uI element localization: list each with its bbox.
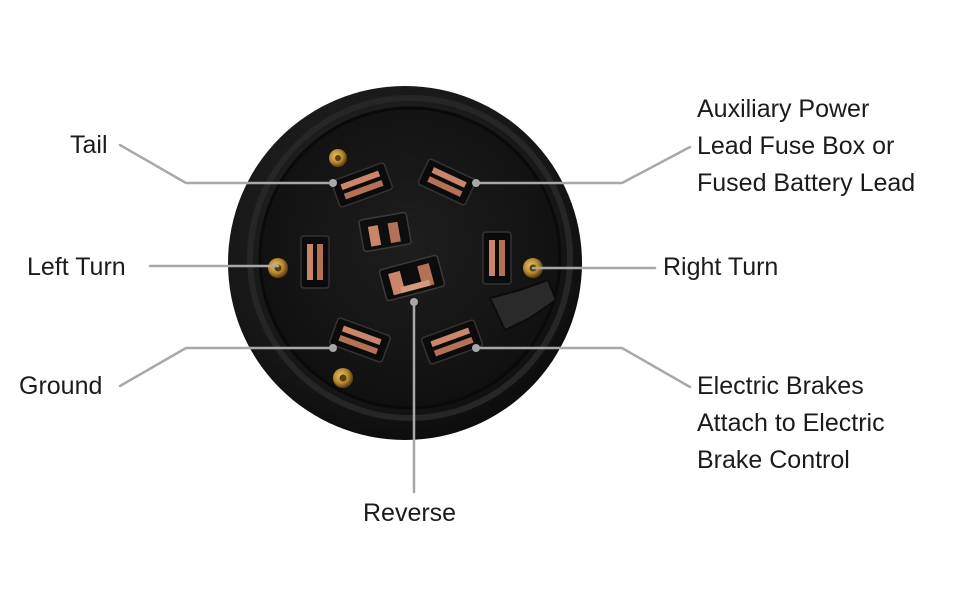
terminal-left-turn (301, 236, 329, 288)
label-reverse: Reverse (363, 495, 456, 532)
label-tail: Tail (70, 127, 108, 164)
label-left-turn: Left Turn (27, 249, 126, 286)
label-ground: Ground (19, 368, 102, 405)
label-electric-brakes: Electric Brakes Attach to Electric Brake… (697, 368, 885, 479)
label-right-turn: Right Turn (663, 249, 778, 286)
label-auxiliary-power: Auxiliary Power Lead Fuse Box or Fused B… (697, 91, 915, 202)
terminal-right-turn (483, 232, 511, 284)
